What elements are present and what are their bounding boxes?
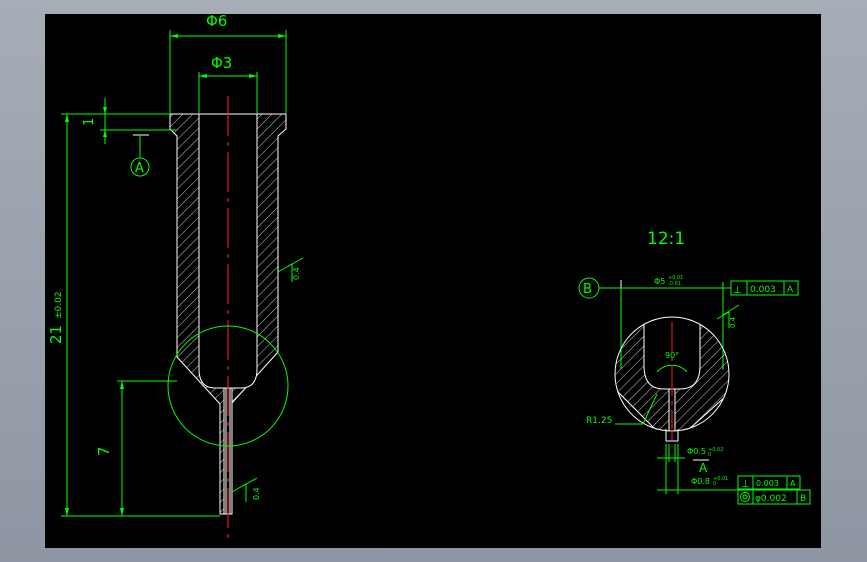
detail-circle: [167, 325, 289, 447]
svg-text:-0.01: -0.01: [668, 281, 681, 287]
radius-label: R1.25: [586, 416, 612, 426]
svg-text:⊥: ⊥: [733, 285, 742, 296]
detail-scale: 12:1: [647, 229, 685, 249]
dim-tip-od: Φ0.8: [691, 477, 710, 486]
svg-text:0: 0: [708, 452, 711, 458]
svg-text:0: 0: [713, 481, 716, 487]
dim-total-length: 21: [47, 325, 65, 344]
angle-label: 90°: [665, 351, 679, 360]
dim-tip-length: 7: [95, 446, 113, 456]
dim-total-length-tolerance: ±0.02: [54, 291, 64, 319]
detail-datum-a-label: A: [699, 461, 708, 475]
svg-text:+0.01: +0.01: [713, 476, 728, 482]
dim-inner-diameter: Φ3: [211, 54, 232, 72]
main-view: Φ6 Φ3 1 A 21 ±0.02 7 0.4: [47, 14, 304, 544]
dim-bore: Φ0.5: [687, 447, 706, 456]
cad-drawing: Φ6 Φ3 1 A 21 ±0.02 7 0.4: [47, 14, 811, 544]
svg-text:⊥: ⊥: [741, 479, 750, 490]
svg-text:φ0.002: φ0.002: [755, 494, 787, 504]
svg-text:B: B: [800, 494, 806, 504]
svg-text:0.4: 0.4: [292, 267, 301, 280]
svg-text:0.003: 0.003: [756, 479, 779, 488]
detail-view: 12:1 B Φ5 +0.01 -0.01 ⊥ 0.003 A: [578, 229, 811, 505]
svg-text:+0.01: +0.01: [668, 275, 683, 281]
datum-a-label: A: [135, 161, 144, 176]
inner-bore: [198, 113, 258, 389]
svg-text:A: A: [787, 285, 794, 295]
dim-flange-thickness: 1: [82, 118, 97, 126]
dim-outer-diameter: Φ6: [206, 14, 227, 30]
cad-viewport[interactable]: Φ6 Φ3 1 A 21 ±0.02 7 0.4: [45, 14, 821, 548]
svg-text:0.4: 0.4: [252, 487, 261, 500]
fcf-bottom: ⊥ 0.003 A φ0.002 B: [737, 475, 811, 505]
svg-text:+0.02: +0.02: [708, 447, 723, 453]
svg-text:0.003: 0.003: [750, 285, 776, 295]
roughness-symbol-upper: 0.4: [277, 257, 304, 282]
roughness-symbol-lower: 0.4: [231, 477, 261, 502]
fcf-top: ⊥ 0.003 A: [723, 280, 799, 296]
datum-b-label: B: [583, 282, 592, 297]
dim-diameter-top: Φ5: [654, 277, 665, 286]
svg-text:A: A: [790, 479, 796, 488]
roughness-symbol-detail: 0.4: [716, 304, 740, 328]
svg-text:0.4: 0.4: [729, 316, 737, 328]
